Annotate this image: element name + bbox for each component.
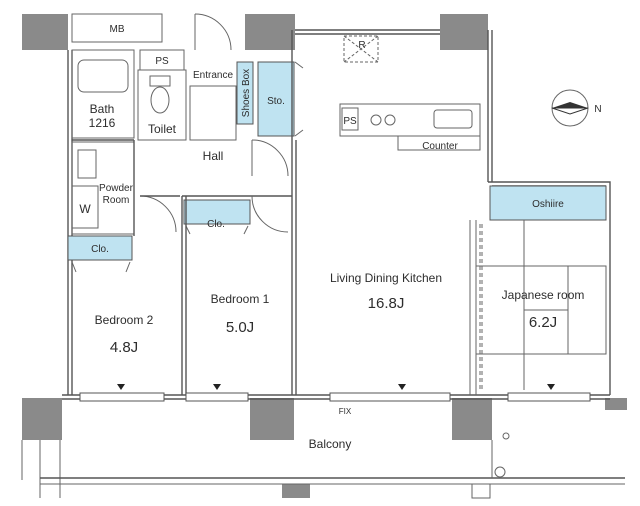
storage-label: Sto. [267,96,285,107]
closet-bedroom2-label: Clo. [91,244,109,255]
shoes-box-label: Shoes Box [241,69,252,117]
toilet-room [137,69,187,141]
balcony-label: Balcony [309,437,352,451]
bath-label: Bath [90,102,115,116]
closet-bedroom1-label: Clo. [207,219,225,230]
washer-label: W [79,202,91,216]
entrance-door[interactable] [194,13,232,51]
bedroom2-area: 4.8J [110,339,138,356]
refrigerator-label: R [358,40,365,51]
kitchen-unit [339,103,481,151]
ps-kitchen-label: PS [343,116,357,127]
structural-walls [22,14,627,498]
fix-label: FIX [339,407,352,416]
oshiire-closet [489,185,607,221]
powder-room-label-2: Room [103,195,130,206]
shoes-box [236,61,254,125]
north-arrow-icon [551,89,589,127]
hall-label: Hall [203,149,224,163]
entrance-label: Entrance [193,70,233,81]
bedroom1-door[interactable] [251,195,289,233]
bedroom1-label: Bedroom 1 [211,292,270,306]
bedroom2-label: Bedroom 2 [95,313,154,327]
japanese-room [469,220,607,395]
refrigerator-space [343,35,379,63]
bedroom1-area: 5.0J [226,319,254,336]
counter-label: Counter [422,141,458,152]
mb-label: MB [110,24,125,35]
powder-room-label-1: Powder [99,183,134,194]
closet-bedroom1 [183,199,251,225]
north-label: N [594,104,601,115]
mb-box [71,13,163,43]
ldk-label: Living Dining Kitchen [330,271,442,285]
windows [79,384,591,402]
ps-label: PS [155,56,169,67]
toilet-label: Toilet [148,122,177,136]
japanese-room-label: Japanese room [502,288,585,302]
bath-room [71,49,135,139]
closet-bedroom2 [67,235,133,261]
interior-walls [72,30,297,395]
japanese-room-area: 6.2J [529,314,557,331]
bath-size: 1216 [89,116,116,130]
oshiire-label: Oshiire [532,199,564,210]
storage-closet [257,61,295,137]
ldk-area: 16.8J [368,295,405,312]
balcony [21,432,625,499]
